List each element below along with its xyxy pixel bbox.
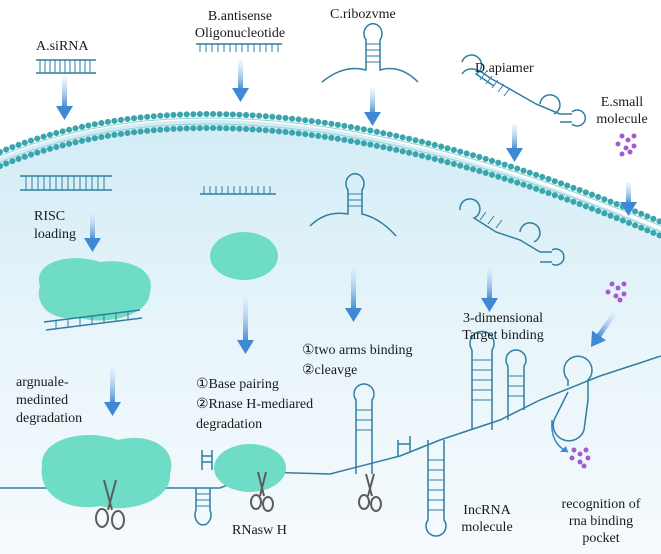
cell-membrane (0, 111, 661, 239)
ribozyme-in-cell (309, 172, 397, 237)
arrows (56, 60, 637, 416)
small-molecules (569, 133, 637, 469)
rnase-h-complex (214, 444, 286, 492)
label-arg-line1: argnuale- (16, 375, 69, 390)
label-arg-line2: medinted (16, 393, 69, 408)
scissors-icon (95, 471, 382, 530)
aptamer-in-cell (459, 198, 565, 266)
arrow-ribozyme (364, 88, 381, 126)
label-cleavage: ②cleavge (302, 363, 358, 378)
arrow-aptamer-2 (481, 268, 498, 312)
label-aptamer: D.apiamer (475, 61, 534, 76)
arrow-aptamer (506, 124, 523, 162)
label-rnase-h-mediated: ②Rnase H-mediared (196, 397, 314, 412)
arrow-ribozyme-2 (345, 268, 362, 322)
risc-complex (38, 258, 151, 321)
label-two-arms: ①two arms binding (302, 343, 413, 358)
antisense-oligo (196, 43, 282, 52)
arrow-small-molecule-2 (590, 311, 618, 348)
label-recognition-line3: pocket (582, 531, 620, 546)
label-antisense-line2: Oligonucleotide (194, 26, 286, 41)
arrow-antisense (232, 60, 249, 102)
arrow-sirna (56, 76, 73, 120)
label-base-pairing: ①Base pairing (196, 377, 279, 392)
sirna-duplex (36, 59, 96, 74)
label-sirna: A.siRNA (36, 39, 89, 54)
sirna-in-cell (20, 175, 112, 191)
arrow-antisense-2 (237, 298, 254, 354)
label-small-molecule-line2: molecule (596, 112, 648, 127)
label-risc-line1: RISC (34, 209, 66, 224)
label-recognition-line2: rna binding (568, 514, 634, 529)
cytoplasm (0, 119, 661, 554)
proteins (38, 232, 286, 509)
label-arg-line3: degradation (16, 411, 83, 426)
hairpins (194, 330, 593, 537)
label-small-molecule-line1: E.small (600, 95, 644, 110)
antisense-in-cell (200, 186, 276, 195)
aptamer-top (461, 54, 587, 127)
argonaute-complex (41, 435, 172, 509)
label-risc-line2: loading (34, 227, 76, 242)
label-lncrna-line1: IncRNA (463, 503, 511, 518)
label-antisense-line1: B.antisense (207, 9, 273, 24)
label-3d-line2: Target binding (462, 328, 544, 343)
label-ribozyme: C.ribozvme (330, 7, 396, 22)
label-rnase-degradation: degradation (196, 417, 263, 432)
label-lncrna-line2: molecule (461, 520, 513, 535)
arrow-risc (84, 214, 101, 252)
arrow-small-molecule (620, 182, 637, 216)
arrow-arg (104, 368, 121, 416)
label-recognition-line1: recognition of (561, 497, 641, 512)
label-3d-line1: 3-dimensional (462, 311, 544, 326)
label-rnase-h: RNasw H (232, 523, 287, 538)
rnase-h-top (210, 232, 278, 280)
ribozyme-top (321, 22, 419, 83)
